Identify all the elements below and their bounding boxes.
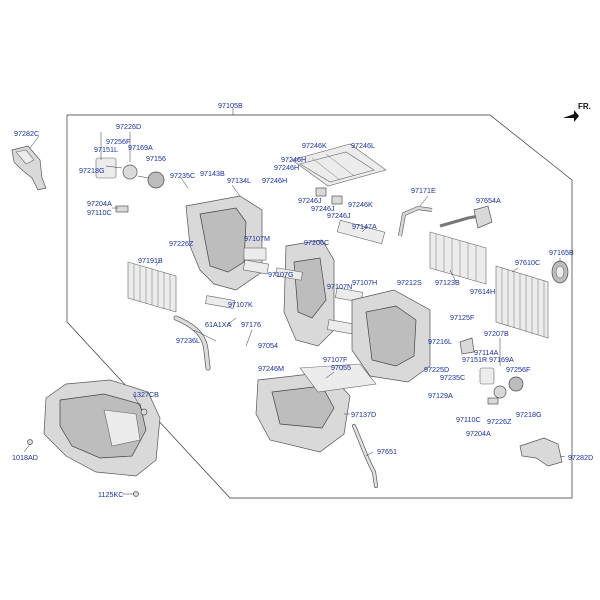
label-97206c: 97206C [304, 238, 329, 247]
label-97614h: 97614H [470, 287, 495, 296]
label-97137d: 97137D [351, 410, 376, 419]
duct-97282d [519, 437, 563, 467]
label-97169a-left: 97169A [128, 143, 153, 152]
label-97176: 97176 [241, 320, 261, 329]
label-97246l: 97246L [351, 141, 375, 150]
hvac-unit-assembled [27, 379, 161, 497]
sensor-97165b [551, 260, 569, 284]
label-97246j-2: 97246J [311, 204, 335, 213]
label-97246j-3: 97246J [327, 211, 351, 220]
direction-label: FR. [578, 102, 591, 111]
label-97107k: 97107K [228, 300, 253, 309]
duct-97282c [11, 145, 47, 191]
label-97165b: 97165B [549, 248, 574, 257]
label-97204a-right: 97204A [466, 429, 491, 438]
label-97654a: 97654A [476, 196, 501, 205]
front-direction-indicator: FR. [563, 102, 591, 122]
label-97246h-3: 97246H [262, 176, 287, 185]
label-97207b: 97207B [484, 329, 509, 338]
label-1327cb: 1327CB [133, 390, 159, 399]
assembly-frame [66, 108, 573, 499]
label-97055: 97055 [331, 363, 351, 372]
label-97256f-right: 97256F [506, 365, 531, 374]
label-97125f: 97125F [450, 313, 475, 322]
label-97235c-top: 97235C [170, 171, 195, 180]
leader-lines [23, 132, 566, 495]
housing-right-97212s [351, 289, 431, 383]
label-61a1xa: 61A1XA [205, 320, 232, 329]
label-97226z-left: 97226Z [169, 239, 194, 248]
label-97204a-left: 97204A [87, 199, 112, 208]
label-97054: 97054 [258, 341, 278, 350]
filter-97191b [127, 261, 177, 313]
label-97226d: 97226D [116, 122, 141, 131]
filter-frames-97246 [291, 143, 387, 205]
label-97218g-left: 97218G [79, 166, 105, 175]
direction-arrow-icon [563, 110, 579, 122]
label-97191b: 97191B [138, 256, 163, 265]
drain-hose-97651 [352, 424, 378, 488]
bracket-97654a [473, 205, 493, 229]
label-1018ad: 1018AD [12, 453, 38, 462]
label-97129a: 97129A [428, 391, 453, 400]
label-1125kc: 1125KC [98, 490, 123, 499]
pipe-97171e [398, 205, 433, 237]
label-97256f-left: 97256F [106, 137, 131, 146]
label-97651: 97651 [377, 447, 397, 456]
label-97246m: 97246M [258, 364, 284, 373]
label-97156: 97156 [146, 154, 166, 163]
label-97110c-left: 97110C [87, 208, 112, 217]
label-97143b: 97143B [200, 169, 225, 178]
label-97226z-right: 97226Z [487, 417, 512, 426]
label-97218g-right: 97218G [516, 410, 542, 419]
label-97134l: 97134L [227, 176, 251, 185]
label-97246h-1: 97246H [281, 155, 306, 164]
label-97169a-right: 97169A [489, 355, 514, 364]
label-97246h-2: 97246H [274, 163, 299, 172]
housing-left-97134l [185, 195, 267, 291]
label-97235c-right: 97235C [440, 373, 465, 382]
label-97282c: 97282C [14, 129, 39, 138]
door-flaps [205, 259, 364, 335]
label-97151l: 97151L [94, 145, 118, 154]
label-97107n: 97107N [327, 282, 352, 291]
label-97107m: 97107M [244, 234, 270, 243]
part-labels: 97105B 97282C 97226D 97256F 97151L 97169… [12, 101, 593, 499]
label-97147a: 97147A [352, 222, 377, 231]
label-97212s: 97212S [397, 278, 422, 287]
label-97216l: 97216L [428, 337, 452, 346]
label-97171e: 97171E [411, 186, 436, 195]
label-97110c-right: 97110C [456, 415, 481, 424]
label-97105b: 97105B [218, 101, 243, 110]
label-97282d: 97282D [568, 453, 593, 462]
label-97246j-1: 97246J [298, 196, 322, 205]
label-97225d: 97225D [424, 365, 449, 374]
housing-lower-97137d [255, 363, 377, 453]
label-97246k-top: 97246K [302, 141, 327, 150]
label-97246k-bottom: 97246K [348, 200, 373, 209]
label-97610c: 97610C [515, 258, 540, 267]
label-97123b: 97123B [435, 278, 460, 287]
evaporator-97610c [495, 265, 549, 339]
label-97107f: 97107F [323, 355, 348, 364]
label-97236l: 97236L [176, 336, 200, 345]
actuator-cluster-left [95, 157, 165, 213]
label-97114a: 97114A [474, 348, 498, 357]
actuator-cluster-right [459, 337, 524, 405]
label-97107h: 97107H [352, 278, 377, 287]
label-97107g: 97107G [268, 270, 294, 279]
label-97151r: 97151R [462, 355, 487, 364]
